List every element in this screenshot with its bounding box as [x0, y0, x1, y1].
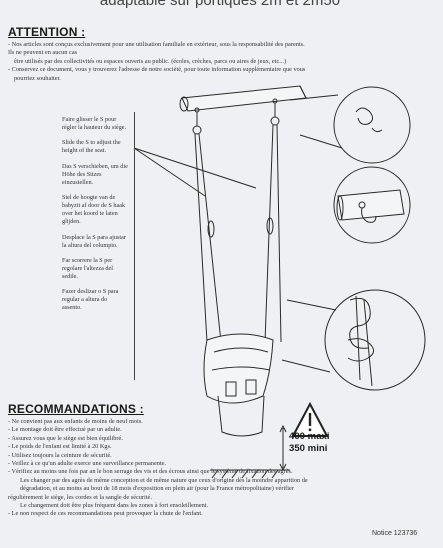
- attention-text: - Nos articles sont conçus exclusivement…: [8, 41, 438, 83]
- recommendation-line: - Veillez à ce qu'un adulte exerce une s…: [8, 460, 167, 468]
- notice-number: Notice 123736: [372, 530, 418, 537]
- recommendation-line: régulièrement le siège, les cordes et la…: [8, 493, 152, 501]
- recommendation-line: - Le non respect de ces recommandations …: [8, 510, 203, 518]
- instruction-nl: Stel de hoogte van de babyzit af door de…: [62, 194, 126, 226]
- recommendations-heading: RECOMMANDATIONS :: [8, 402, 144, 416]
- product-title: adaptable sur portiques 2m et 2m50: [99, 0, 341, 9]
- recommendation-line: - Ne convient pas aux enfants de moins d…: [8, 418, 143, 425]
- adjustment-instructions: Faire glisser le S pour régler la hauteu…: [62, 116, 128, 320]
- instruction-de: Das S verschieben, um die Höhe des Sitze…: [62, 162, 128, 186]
- warning-triangle-icon: [291, 401, 329, 437]
- attention-heading: ATTENTION :: [8, 25, 86, 39]
- recommendation-line: Les changer par des agrès de même concep…: [20, 476, 308, 484]
- attention-line: - Nos articles sont conçus exclusivement…: [8, 41, 305, 48]
- attention-line: être utilisés par des collectivités ou e…: [14, 57, 287, 65]
- instruction-es: Desplace la S para ajustar la altura del…: [62, 233, 126, 249]
- attention-line: pourriez souhaiter.: [14, 74, 61, 82]
- attention-line: - Conservez ce document, vous y trouvere…: [8, 66, 306, 74]
- recommendation-line: - Le poids de l'enfant est limité à 20 K…: [8, 443, 112, 451]
- instruction-en: Slide the S to adjust the height of the …: [62, 139, 121, 155]
- recommendations-text: - Ne convient pas aux enfants de moins d…: [8, 418, 438, 519]
- recommendation-line: Le changement doit être plus fréquent da…: [20, 502, 209, 510]
- recommendation-line: - Vérifiez au moins une fois par an le b…: [8, 468, 293, 476]
- instruction-fr: Faire glisser le S pour régler la hauteu…: [62, 116, 127, 131]
- instruction-bracket: [128, 112, 135, 380]
- attention-line: Ils ne peuvent en aucun cas: [8, 49, 78, 57]
- instruction-it: Far scorrere la S per regolare l'altezza…: [62, 256, 113, 280]
- load-min: 350 mini: [289, 443, 328, 454]
- recommendation-line: - Assurez vous que le siège est bien équ…: [8, 434, 123, 442]
- instruction-pt: Fazer deslizar o S para regular a altura…: [62, 288, 119, 312]
- recommendation-line: - Utilisez toujours la ceinture de sécur…: [8, 451, 112, 459]
- recommendation-line: - Le montage doit être effectué par un a…: [8, 426, 122, 434]
- load-max: 400 maxi: [289, 431, 330, 442]
- recommendation-line: dégradation, et au moins au bout de 18 m…: [20, 485, 294, 493]
